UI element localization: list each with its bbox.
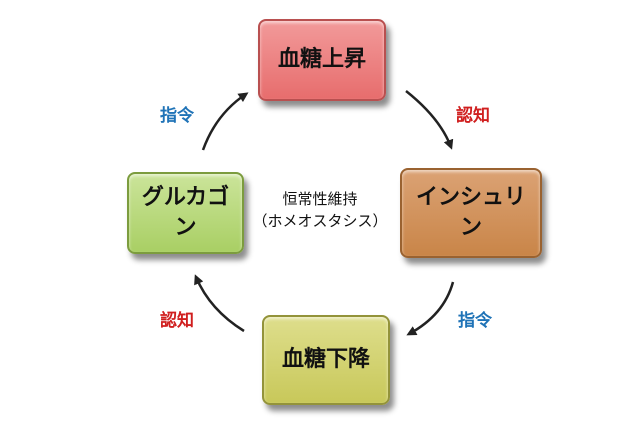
node-label-glucagon-line1: グルカゴ [141,185,230,211]
insulin-node: インシュリ ン [400,168,542,258]
blood-sugar-rise-node: 血糖上昇 [258,19,386,101]
center-label: 恒常性維持 （ホメオスタシス） [245,188,395,232]
center-label-line1: 恒常性維持 [282,190,358,208]
node-label-blood-sugar-fall: 血糖下降 [281,347,370,373]
blood-sugar-fall-node: 血糖下降 [262,315,390,405]
edge-label-command-bottom-right: 指令 [458,311,492,331]
edge-label-recognition-bottom-left: 認知 [160,311,194,331]
edge-label-recognition-top-right: 認知 [456,106,490,126]
node-label-insulin-line2: ン [459,215,482,240]
arrow-bottom-to-left [194,274,245,333]
arrow-top-to-right [405,90,454,150]
node-label-blood-sugar-rise: 血糖上昇 [277,47,366,73]
center-label-line2: （ホメオスタシス） [252,212,388,230]
edge-label-command-top-left: 指令 [160,106,194,126]
node-label-insulin-line1: インシュリ [415,185,526,211]
arrow-right-to-bottom [406,281,455,336]
arrow-left-to-top [201,92,249,151]
glucagon-node: グルカゴ ン [127,172,244,254]
node-label-glucagon-line2: ン [174,215,197,240]
